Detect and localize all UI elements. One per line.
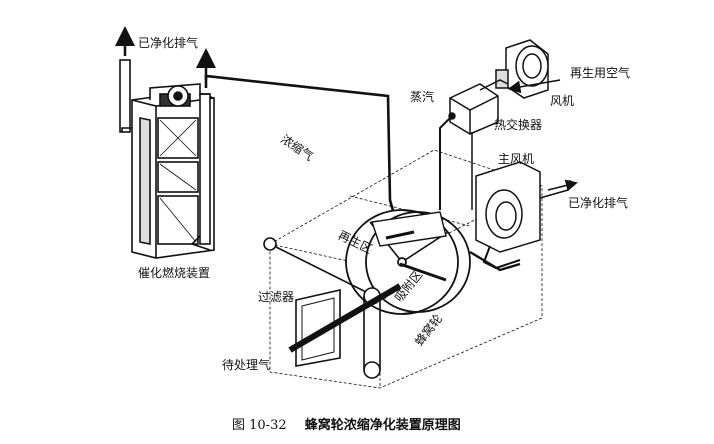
main-fan	[469, 161, 541, 272]
figure-title: 蜂窝轮浓缩净化装置原理图	[304, 418, 461, 433]
catalytic-combustion-unit	[115, 26, 215, 259]
label-catalytic-unit: 催化燃烧装置	[138, 266, 211, 280]
figure-caption: 图 10-32 蜂窝轮浓缩净化装置原理图	[232, 414, 461, 433]
label-filter: 过滤器	[258, 290, 295, 304]
label-purified-exhaust-right: 已净化排气	[568, 196, 629, 210]
label-fan: 风机	[550, 94, 575, 108]
exhaust-arrow-right	[539, 179, 578, 199]
filter-unit	[263, 237, 402, 379]
label-main-fan: 主风机	[498, 152, 535, 166]
label-heat-exchanger: 热交换器	[494, 118, 543, 132]
label-regen-air: 再生用空气	[570, 66, 631, 80]
regeneration-fan	[495, 39, 549, 99]
label-gas-to-treat: 待处理气	[222, 358, 271, 372]
label-steam: 蒸汽	[410, 90, 435, 104]
label-purified-exhaust-top: 已净化排气	[138, 36, 199, 50]
figure-number: 图 10-32	[232, 418, 287, 433]
heat-exchanger	[439, 79, 509, 210]
regen-air-arrow	[507, 79, 561, 94]
